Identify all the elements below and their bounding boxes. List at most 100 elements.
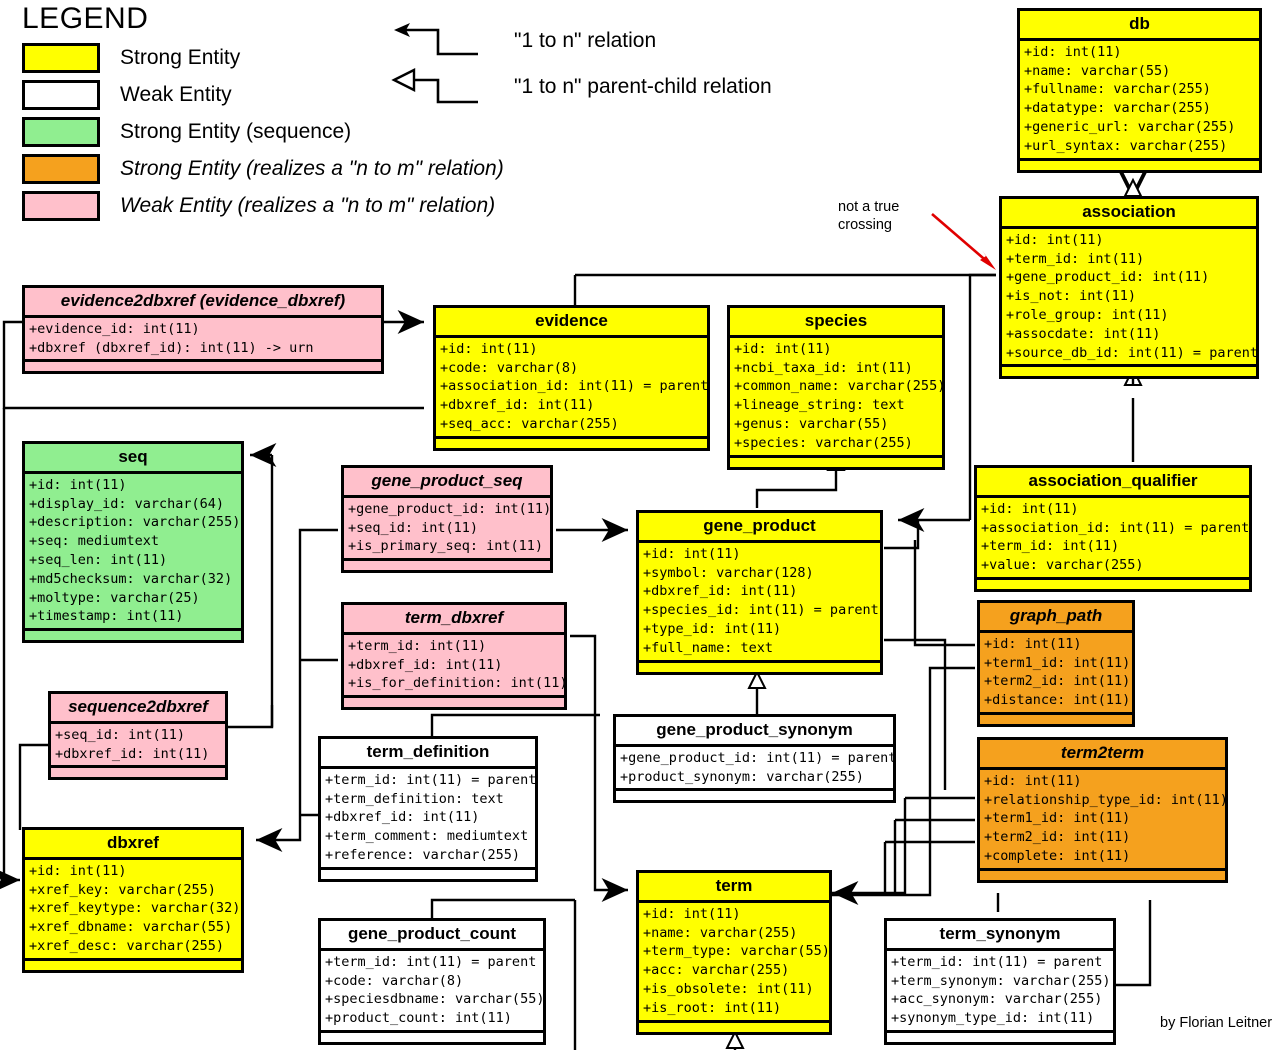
entity-fields-dbxref: +id: int(11) +xref_key: varchar(255) +xr… (25, 860, 241, 961)
entity-db[interactable]: db +id: int(11) +name: varchar(55) +full… (1017, 8, 1262, 173)
field: +term2_id: int(11) (984, 829, 1131, 846)
field: +value: varchar(255) (981, 557, 1144, 574)
entity-evidence2dbxref[interactable]: evidence2dbxref (evidence_dbxref) +evide… (22, 285, 384, 375)
legend: LEGEND Strong Entity Weak Entity Strong … (18, 2, 718, 221)
field: +seq_id: int(11) (348, 519, 479, 536)
entity-title-term-dbxref: term_dbxref (344, 605, 564, 635)
entity-species[interactable]: species +id: int(11) +ncbi_taxa_id: int(… (727, 305, 945, 470)
entity-term-synonym[interactable]: term_synonym +term_id: int(11) = parent … (884, 918, 1116, 1046)
entity-term-dbxref[interactable]: term_dbxref +term_id: int(11) +dbxref_id… (341, 602, 567, 711)
field: +name: varchar(55) (1024, 62, 1171, 79)
entity-fields-sequence2dbxref: +seq_id: int(11) +dbxref_id: int(11) (51, 724, 225, 769)
field: +gene_product_id: int(11) (1006, 269, 1210, 286)
entity-title-gene-product-seq: gene_product_seq (344, 468, 550, 498)
field: +acc_synonym: varchar(255) (891, 991, 1103, 1008)
legend-item-strong-entity: Strong Entity (18, 43, 718, 73)
entity-footer (730, 458, 942, 467)
entity-gene-product-seq[interactable]: gene_product_seq +gene_product_id: int(1… (341, 465, 553, 574)
entity-fields-association-qualifier: +id: int(11) +association_id: int(11) = … (977, 498, 1249, 581)
field: +term_id: int(11) = parent (325, 771, 535, 788)
field: +term2_id: int(11) (984, 673, 1131, 690)
field: +id: int(11) (981, 500, 1079, 517)
entity-term[interactable]: term +id: int(11) +name: varchar(255) +t… (636, 870, 832, 1035)
entity-footer (887, 1033, 1113, 1042)
field: +generic_url: varchar(255) (1024, 119, 1236, 136)
field: +id: int(11) (440, 340, 538, 357)
entity-seq[interactable]: seq +id: int(11) +display_id: varchar(64… (22, 441, 244, 644)
field: +complete: int(11) (984, 848, 1131, 865)
entity-title-evidence: evidence (436, 308, 707, 338)
entity-footer (25, 961, 241, 970)
legend-label-strong-entity: Strong Entity (120, 46, 241, 69)
entity-footer (1002, 367, 1256, 376)
field: +id: int(11) (734, 340, 832, 357)
annotation-line-1: not a true (838, 199, 900, 215)
field: +xref_desc: varchar(255) (29, 938, 225, 955)
entity-footer (436, 439, 707, 448)
entity-footer (51, 768, 225, 777)
entity-title-term-synonym: term_synonym (887, 921, 1113, 951)
entity-graph-path[interactable]: graph_path +id: int(11) +term1_id: int(1… (977, 600, 1135, 728)
field: +id: int(11) (643, 905, 741, 922)
entity-footer (344, 561, 550, 570)
hollow-triangle-arrow-icon (391, 68, 478, 104)
entity-sequence2dbxref[interactable]: sequence2dbxref +seq_id: int(11) +dbxref… (48, 691, 228, 781)
field: +assocdate: int(11) (1006, 325, 1161, 342)
legend-swatch-white (22, 80, 100, 110)
entity-title-evidence2dbxref: evidence2dbxref (evidence_dbxref) (25, 288, 381, 318)
entity-gene-product[interactable]: gene_product +id: int(11) +symbol: varch… (636, 510, 883, 675)
field: +code: varchar(8) (325, 972, 464, 989)
field: +dbxref_id: int(11) (440, 397, 595, 414)
field: +symbol: varchar(128) (643, 564, 814, 581)
entity-association[interactable]: association +id: int(11) +term_id: int(1… (999, 196, 1259, 380)
field: +term_type: varchar(55) (643, 943, 829, 960)
legend-item-strong-entity-nm: Strong Entity (realizes a "n to m" relat… (18, 154, 718, 184)
field: +description: varchar(255) (29, 514, 241, 531)
entity-title-gene-product: gene_product (639, 513, 880, 543)
entity-footer (321, 1033, 543, 1042)
annotation-line-2: crossing (838, 217, 892, 234)
credit-label: by Florian Leitner (1160, 1015, 1273, 1031)
entity-term-definition[interactable]: term_definition +term_id: int(11) = pare… (318, 736, 538, 882)
legend-relations: "1 to n" relation "1 to n" parent-child … (390, 18, 772, 110)
legend-swatch-green (22, 117, 100, 147)
field: +dbxref_id: int(11) (55, 745, 210, 762)
field: +evidence_id: int(11) (29, 320, 200, 337)
entity-gene-product-count[interactable]: gene_product_count +term_id: int(11) = p… (318, 918, 546, 1046)
field: +moltype: varchar(25) (29, 589, 200, 606)
field: +id: int(11) (984, 635, 1082, 652)
entity-fields-gene-product-synonym: +gene_product_id: int(11) = parent +prod… (616, 747, 893, 792)
field: +association_id: int(11) = parent (981, 519, 1249, 536)
field: +product_synonym: varchar(255) (620, 768, 864, 785)
field: +species: varchar(255) (734, 434, 913, 451)
entity-fields-term-definition: +term_id: int(11) = parent +term_definit… (321, 769, 535, 870)
annotation-not-a-true-crossing: not a true crossing (838, 198, 899, 234)
field: +md5checksum: varchar(32) (29, 570, 233, 587)
entity-term2term[interactable]: term2term +id: int(11) +relationship_typ… (977, 737, 1228, 883)
field: +dbxref_id: int(11) (643, 583, 798, 600)
entity-gene-product-synonym[interactable]: gene_product_synonym +gene_product_id: i… (613, 714, 896, 804)
legend-item-weak-entity: Weak Entity (18, 80, 718, 110)
field: +term_definition: text (325, 790, 504, 807)
entity-footer (25, 362, 381, 371)
entity-evidence[interactable]: evidence +id: int(11) +code: varchar(8) … (433, 305, 710, 451)
entity-title-term2term: term2term (980, 740, 1225, 770)
field: +role_group: int(11) (1006, 307, 1169, 324)
entity-title-association: association (1002, 199, 1256, 229)
field: +product_count: int(11) (325, 1010, 512, 1027)
field: +id: int(11) (984, 772, 1082, 789)
field: +acc: varchar(255) (643, 962, 790, 979)
entity-title-seq: seq (25, 444, 241, 474)
legend-item-weak-entity-nm: Weak Entity (realizes a "n to m" relatio… (18, 191, 718, 221)
entity-fields-term2term: +id: int(11) +relationship_type_id: int(… (980, 770, 1225, 871)
entity-association-qualifier[interactable]: association_qualifier +id: int(11) +asso… (974, 465, 1252, 593)
field: +term1_id: int(11) (984, 810, 1131, 827)
field: +xref_key: varchar(255) (29, 881, 216, 898)
field: +gene_product_id: int(11) (348, 500, 550, 517)
entity-dbxref[interactable]: dbxref +id: int(11) +xref_key: varchar(2… (22, 827, 244, 973)
field: +dbxref (dbxref_id): int(11) -> urn (29, 339, 314, 356)
entity-footer (25, 631, 241, 640)
entity-footer (980, 871, 1225, 880)
field: +term_synonym: varchar(255) (891, 972, 1111, 989)
entity-title-sequence2dbxref: sequence2dbxref (51, 694, 225, 724)
